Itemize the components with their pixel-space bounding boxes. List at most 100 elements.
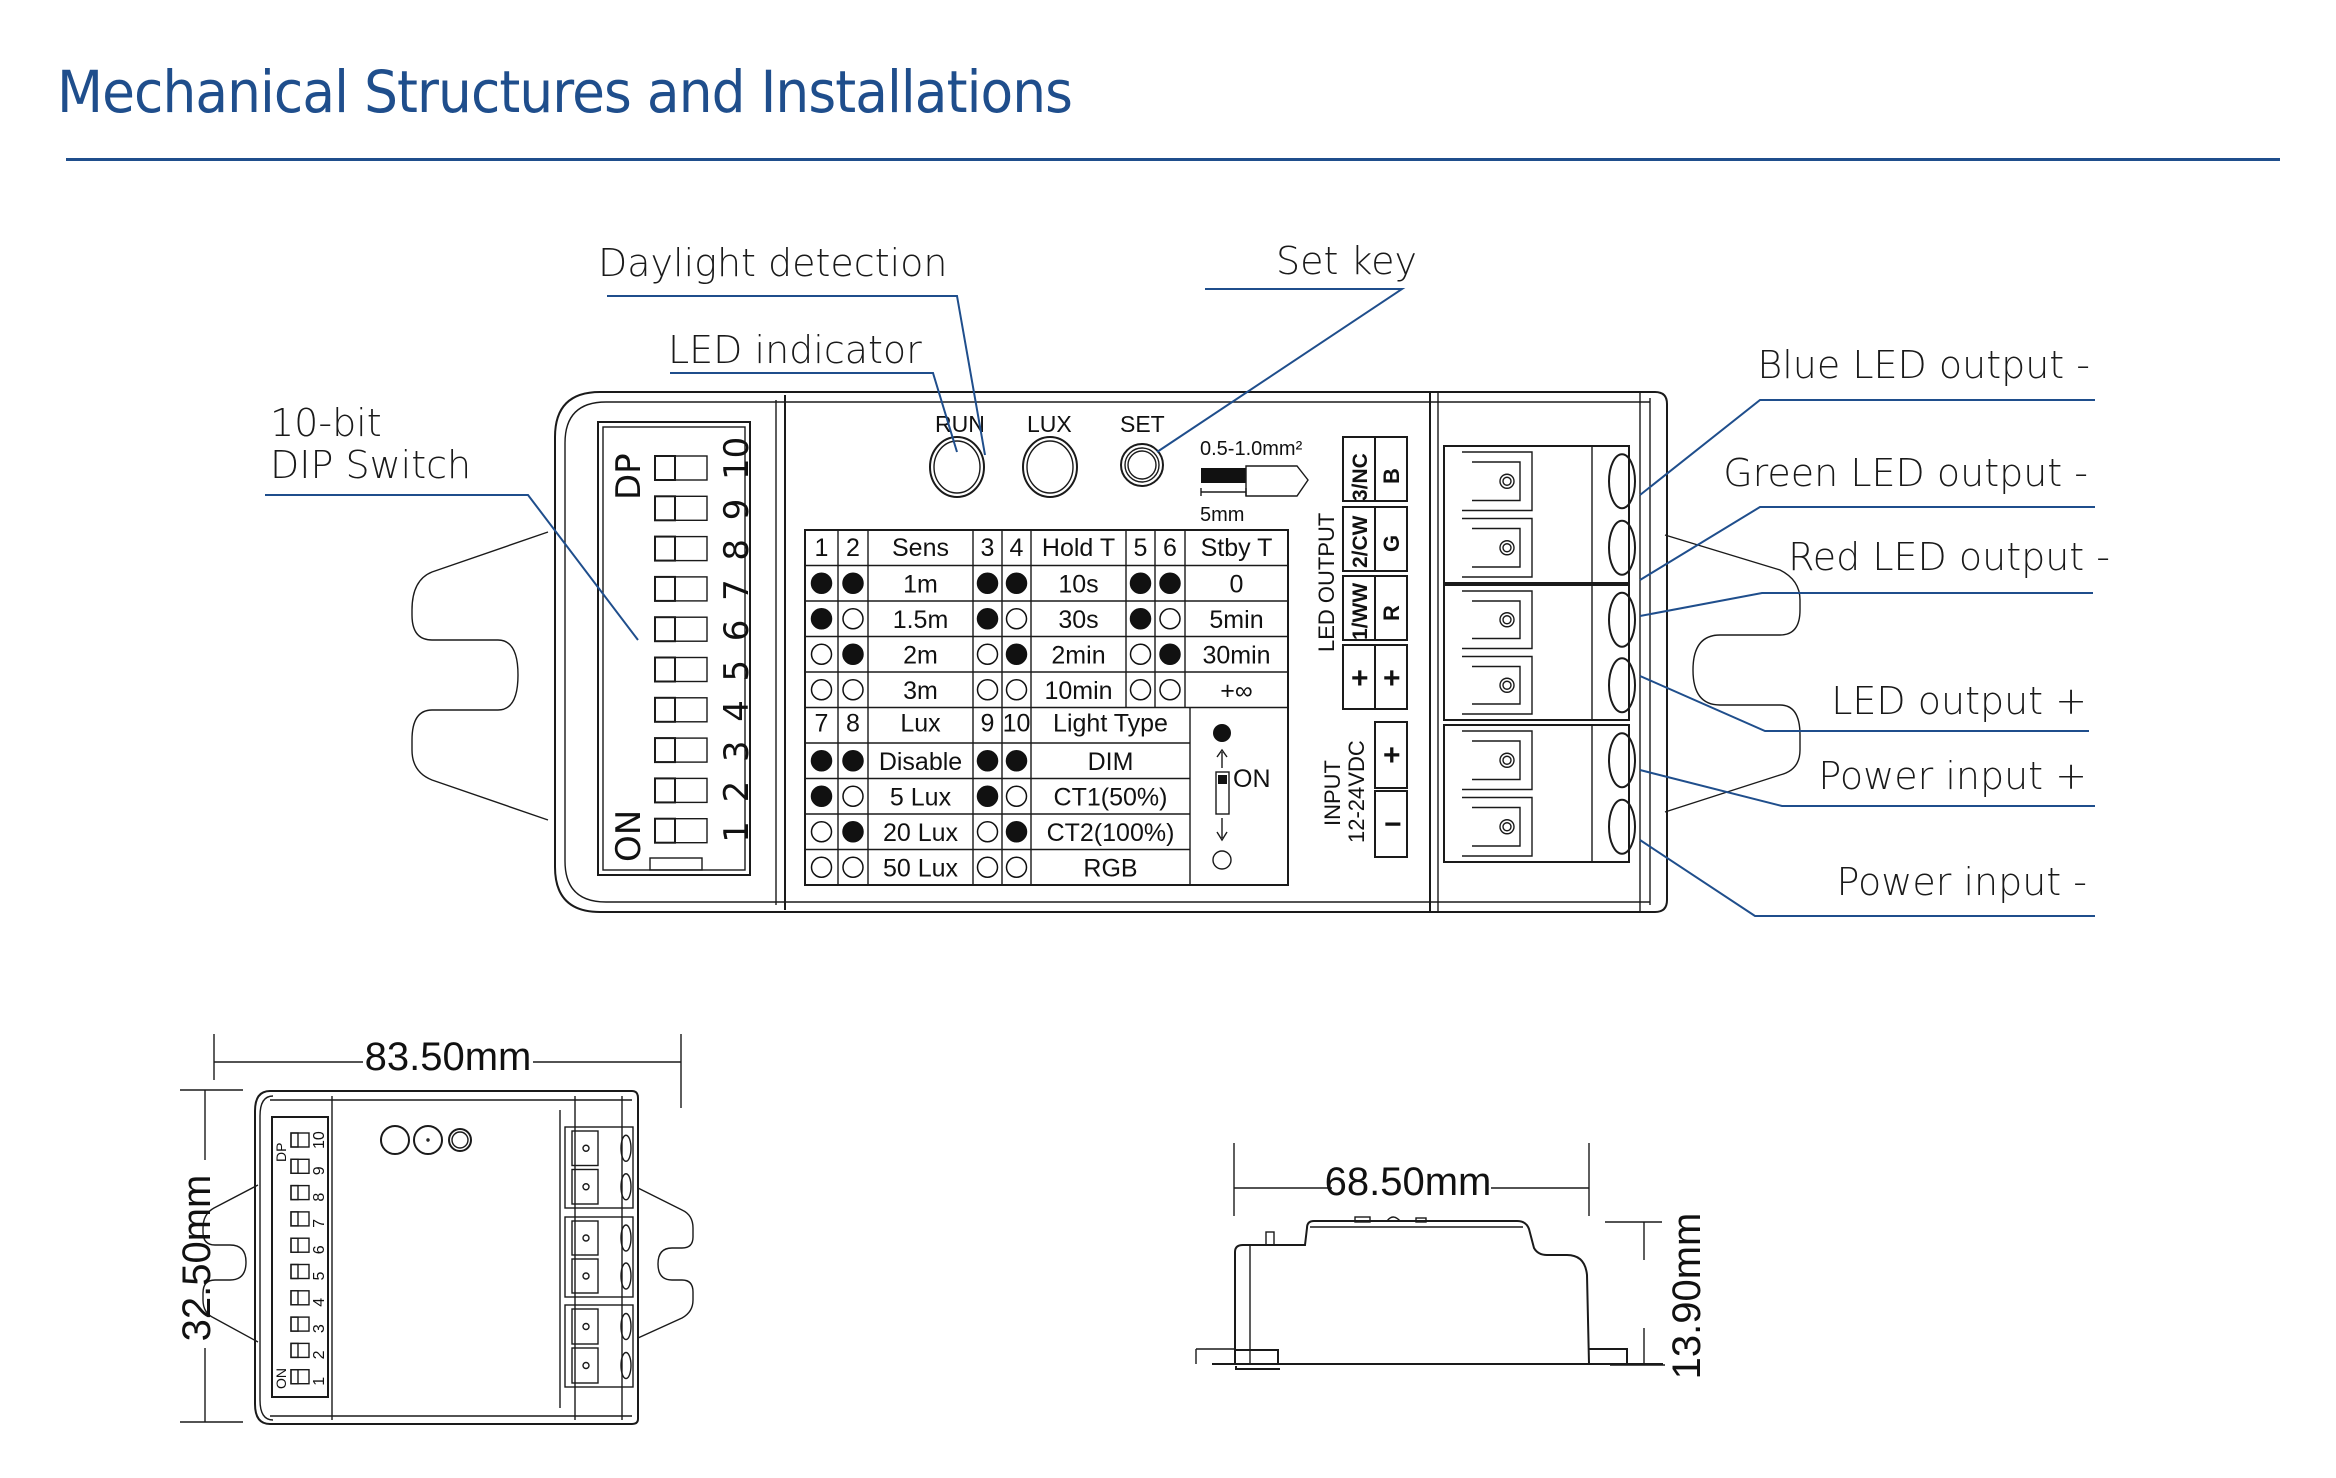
dip-switch-10[interactable]: 10 [654, 437, 757, 481]
dip-off-dot [842, 608, 864, 630]
dip-switch-7[interactable]: 7 [654, 575, 757, 602]
dip-off-dot [810, 643, 833, 665]
side-length-dimension [1233, 1143, 1590, 1216]
dip-off-dot [810, 679, 833, 701]
dip-off-dot [1159, 608, 1181, 630]
dip-number-label: 10 [717, 437, 757, 480]
table-cell-light-type: DIM [1088, 748, 1134, 776]
callout-set-key: Set key [1276, 239, 1417, 283]
svg-text:7: 7 [311, 1219, 328, 1228]
dip-switch-5[interactable]: 5 [654, 656, 757, 683]
dip-off-dot [976, 821, 999, 843]
table-header-cell: 5 [1134, 534, 1148, 562]
dip-off-dot [1005, 679, 1028, 701]
terminal-screw[interactable] [1462, 517, 1636, 578]
dimension-height: 13.90mm [1665, 1213, 1709, 1380]
terminal-ct-label-3: 1/WW [1349, 583, 1372, 640]
terminal-rgb-label-2: G [1379, 535, 1404, 552]
table-header-cell: 4 [1010, 534, 1024, 562]
height-dimension [1605, 1221, 1665, 1366]
legend-on-label: ON [1233, 765, 1271, 793]
indicator-run-label: RUN [935, 411, 985, 437]
right-mounting-ear [1664, 534, 1801, 813]
callout-leaders [265, 288, 2095, 917]
dip-switch-2[interactable]: 2 [654, 777, 757, 804]
terminal-screw[interactable] [1462, 655, 1636, 715]
dip-on-dot [842, 572, 864, 594]
dip-switch-9[interactable]: 9 [654, 495, 757, 522]
callout-blue-led-output: Blue LED output - [1757, 343, 2090, 387]
dip-off-dot [842, 679, 864, 701]
dip-top-label: DP [609, 453, 649, 500]
dip-off-dot [810, 821, 833, 843]
input-label: INPUT [1320, 760, 1345, 826]
dip-switch-3[interactable]: 3 [654, 737, 757, 764]
table-cell-stby: 30min [1202, 641, 1270, 669]
table-cell-stby: +∞ [1220, 677, 1252, 705]
terminal-screw[interactable] [1462, 730, 1636, 791]
mini-dip-switch-7: 7 [290, 1211, 328, 1228]
dip-on-dot [1159, 643, 1181, 665]
dip-switch-8[interactable]: 8 [654, 535, 757, 562]
mini-dip-switch-4: 4 [290, 1290, 328, 1307]
dip-number-label: 2 [717, 781, 757, 803]
terminal-screw[interactable] [1462, 796, 1636, 857]
led-output-label: LED OUTPUT [1314, 513, 1339, 652]
dip-on-dot [1005, 643, 1028, 665]
side-view-device [1195, 1216, 1663, 1370]
callout-power-input-minus: Power input - [1836, 860, 2087, 904]
terminal-screw[interactable] [1462, 451, 1636, 512]
dimension-side-length: 68.50mm [1325, 1160, 1492, 1204]
table-header-cell: 3 [981, 534, 995, 562]
table-cell-sens: 1.5m [893, 606, 949, 634]
svg-text:9: 9 [311, 1166, 328, 1175]
table-cell-light-type: CT1(50%) [1054, 783, 1168, 811]
mini-terminal-block [564, 1304, 634, 1388]
table-header-cell: Hold T [1042, 534, 1115, 562]
mini-terminal-blocks [564, 1126, 634, 1388]
table-header-cell: 9 [981, 710, 995, 738]
terminal-block-3 [1443, 724, 1636, 863]
table-cell-lux: 20 Lux [883, 819, 959, 847]
callout-power-input-plus: Power input + [1818, 754, 2087, 798]
terminal-screw[interactable] [1462, 590, 1636, 650]
table-cell-sens: 2m [903, 641, 938, 669]
dip-number-label: 6 [717, 620, 757, 642]
dip-on-dot [976, 608, 999, 630]
terminal-block-1 [1443, 445, 1636, 584]
dimension-width: 32.50mm [175, 1175, 219, 1342]
svg-text:3: 3 [311, 1324, 328, 1333]
table-cell-lux: 50 Lux [883, 854, 959, 882]
housing-outline [554, 391, 1668, 913]
terminal-rgb-label-1: B [1379, 468, 1404, 484]
dip-switch-1[interactable]: 1 [654, 817, 757, 844]
dip-on-dot [810, 608, 833, 630]
set-key-button[interactable] [1120, 443, 1164, 487]
lux-sensor-icon [1022, 436, 1078, 498]
title-divider [66, 158, 2280, 161]
table-cell-stby: 0 [1230, 570, 1244, 598]
input-plus-label: + [1383, 739, 1401, 772]
table-cell-sens: 3m [903, 677, 938, 705]
dip-on-dot [810, 785, 833, 807]
page-title: Mechanical Structures and Installations [57, 58, 1073, 126]
table-cell-sens: 1m [903, 570, 938, 598]
mini-dip-switch-3: 3 [290, 1316, 328, 1333]
dip-switch-array: 10 9 8 7 6 5 4 3 2 1 [654, 437, 757, 844]
strip-length-label: 5mm [1200, 504, 1244, 526]
dip-on-dot [810, 750, 833, 772]
dip-switch-block [597, 421, 751, 876]
callout-green-led-output: Green LED output - [1723, 451, 2088, 495]
terminal-block-2 [1443, 584, 1636, 721]
mini-terminal-block [564, 1126, 634, 1209]
dip-number-label: 5 [717, 660, 757, 682]
dip-on-dot [842, 750, 864, 772]
dip-switch-6[interactable]: 6 [654, 616, 757, 643]
table-header-cell: 1 [815, 534, 829, 562]
left-mounting-ear [411, 531, 549, 821]
dip-switch-4[interactable]: 4 [654, 696, 757, 723]
